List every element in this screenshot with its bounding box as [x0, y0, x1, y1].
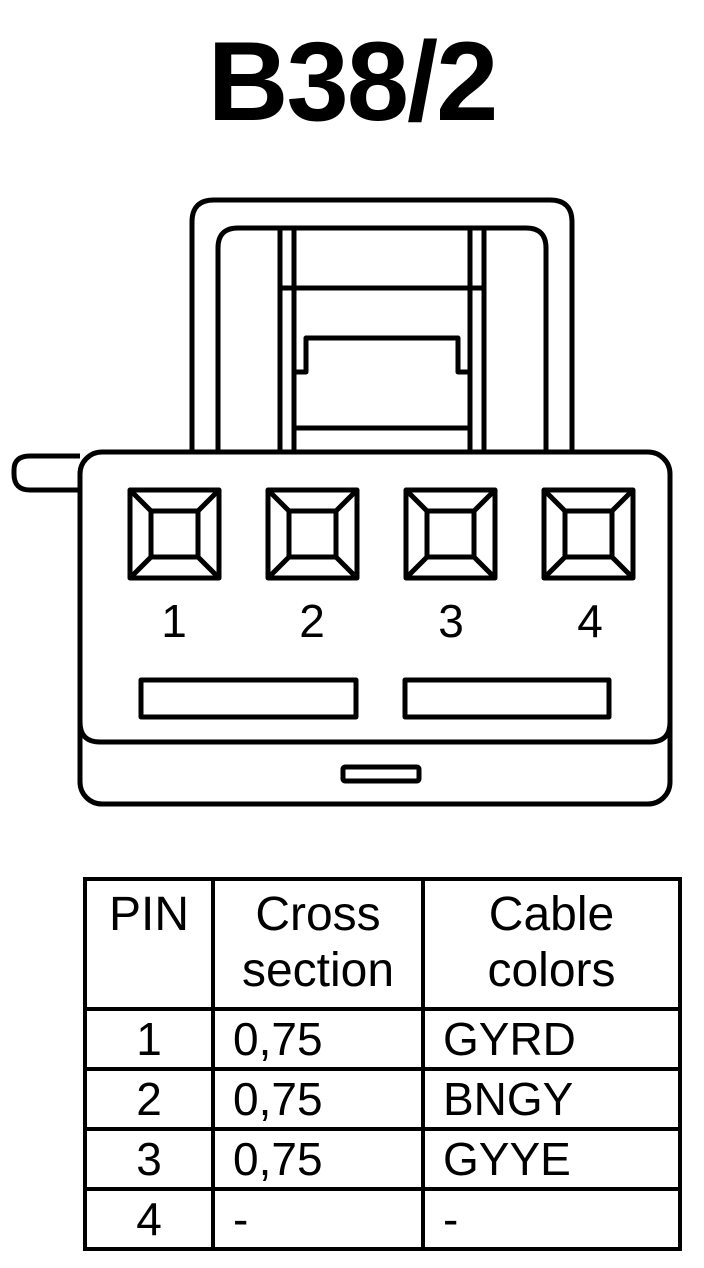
cell-pin: 1 [83, 1007, 215, 1071]
housing-slot [340, 764, 422, 784]
latch-outer [189, 197, 575, 452]
recess-left [138, 677, 359, 720]
header-cross-section-line1: Cross [255, 888, 381, 941]
cell-pin: 2 [83, 1067, 215, 1131]
table-row: 3 0,75 GYYE [83, 1127, 682, 1191]
latch-tab [291, 335, 473, 452]
pin-assignment-table: PIN Cross section Cable colors 1 0,75 GY… [83, 877, 682, 1251]
cell-cable-color: GYYE [421, 1127, 682, 1191]
cell-cross-section: - [211, 1187, 425, 1251]
cell-cross-section: 0,75 [211, 1007, 425, 1071]
connector-housing [77, 449, 673, 807]
connector-diagram: 1 2 3 4 [11, 197, 673, 807]
cell-cross-section: 0,75 [211, 1127, 425, 1191]
pin-cavity-4 [541, 487, 636, 581]
housing-lower-step [77, 721, 673, 745]
header-cross-section: Cross section [211, 877, 425, 1011]
table-header-row: PIN Cross section Cable colors [83, 877, 682, 1011]
pin-cavity-2 [265, 487, 360, 581]
table-row: 1 0,75 GYRD [83, 1007, 682, 1071]
pin-number-4: 4 [577, 595, 603, 647]
pin-cavity-3 [403, 487, 498, 581]
header-cable-colors-line2: colors [487, 944, 616, 997]
recess-right [402, 677, 612, 720]
cell-pin: 4 [83, 1187, 215, 1251]
header-pin: PIN [83, 877, 215, 1011]
connector-title: B38/2 [207, 19, 499, 144]
header-cable-colors: Cable colors [421, 877, 682, 1011]
pin-cavity-1 [127, 487, 222, 581]
latch-inner [215, 225, 549, 452]
table-row: 2 0,75 BNGY [83, 1067, 682, 1131]
pin-number-1: 1 [161, 595, 187, 647]
side-tab [11, 453, 80, 493]
cell-cable-color: BNGY [421, 1067, 682, 1131]
cell-cable-color: - [421, 1187, 682, 1251]
header-cross-section-line2: section [241, 944, 395, 997]
table-row: 4 - - [83, 1187, 682, 1251]
pin-number-3: 3 [438, 595, 464, 647]
cell-cable-color: GYRD [421, 1007, 682, 1071]
cell-pin: 3 [83, 1127, 215, 1191]
cell-cross-section: 0,75 [211, 1067, 425, 1131]
pin-number-2: 2 [299, 595, 325, 647]
header-cable-colors-line1: Cable [488, 888, 615, 941]
